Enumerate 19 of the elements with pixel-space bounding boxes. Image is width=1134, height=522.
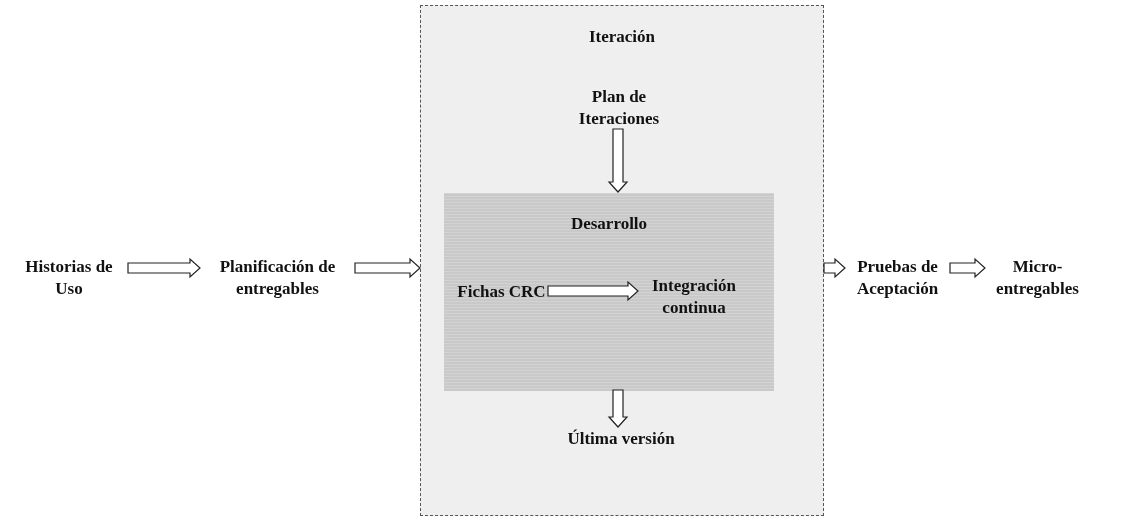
block-arrow [547,280,639,302]
step-label: Fichas CRC [454,281,549,303]
step-label: Plan de Iteraciones [569,86,669,130]
step-label: Historias de Uso [10,256,128,300]
iteration-panel [420,5,824,516]
development-panel [444,193,774,391]
block-arrow [354,257,421,279]
block-arrow [823,257,846,279]
panel-title: Iteración [588,26,656,48]
block-arrow [607,389,629,428]
panel-title: Desarrollo [570,213,648,235]
step-label: Micro-entregables [985,256,1090,300]
step-label: Integración continua [639,275,749,319]
step-label: Planificación de entregables [200,256,355,300]
block-arrow [949,257,986,279]
block-arrow [127,257,201,279]
step-label: Última versión [541,428,701,450]
step-label: Pruebas de Aceptación [845,256,950,300]
block-arrow [607,128,629,193]
